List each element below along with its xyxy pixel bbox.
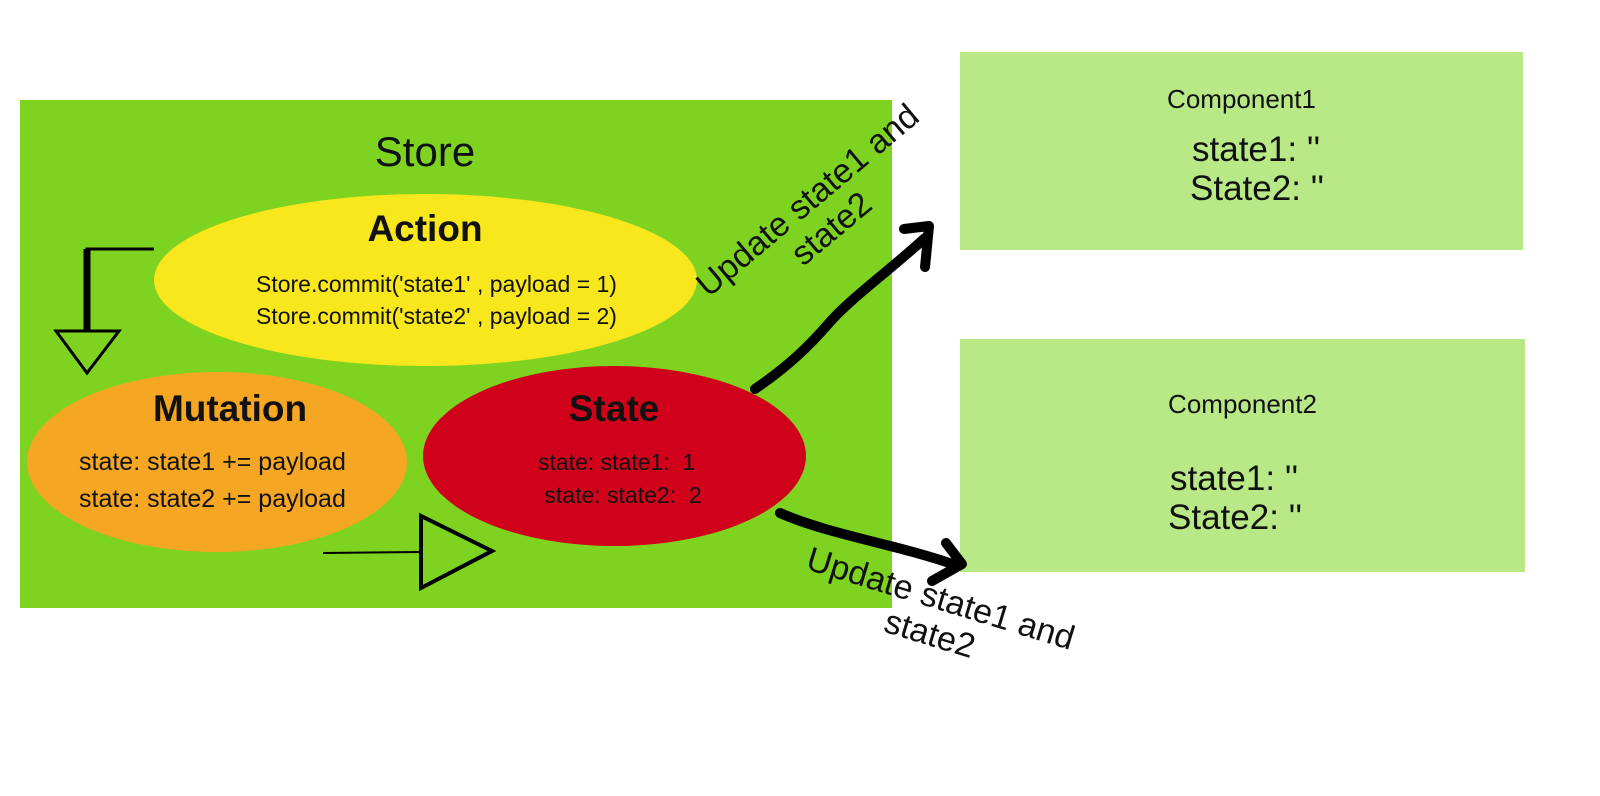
state-line-2: state: state2: 2 (538, 482, 702, 508)
action-node (154, 194, 697, 366)
component1-state1: state1: '' (1192, 130, 1321, 169)
state-line-1: state: state1: 1 (538, 449, 696, 475)
mutation-to-state-arrow (322, 512, 497, 592)
component2-state1: state1: '' (1170, 459, 1299, 498)
component1-state2: State2: '' (1190, 169, 1325, 208)
mutation-line-1: state: state1 += payload (79, 448, 346, 476)
action-title: Action (367, 208, 483, 249)
component2-state2: State2: '' (1168, 498, 1303, 537)
mutation-title: Mutation (152, 388, 308, 429)
mutation-node (27, 372, 407, 552)
action-line-2: Store.commit('state2' , payload = 2) (256, 303, 617, 329)
mutation-line-2: state: state2 += payload (79, 485, 346, 513)
store-title: Store (374, 128, 476, 175)
state-to-component2-arrow (775, 508, 967, 586)
state-node (423, 366, 806, 546)
state-to-component1-arrow (750, 221, 934, 394)
action-to-mutation-arrow (53, 247, 154, 376)
component2-title: Component2 (1168, 389, 1317, 419)
component1-box: Component1 state1: '' State2: '' (960, 52, 1523, 250)
component2-box: Component2 state1: '' State2: '' (960, 339, 1525, 572)
action-line-1: Store.commit('state1' , payload = 1) (256, 271, 617, 297)
state-title: State (568, 388, 660, 429)
component1-title: Component1 (1167, 84, 1316, 114)
